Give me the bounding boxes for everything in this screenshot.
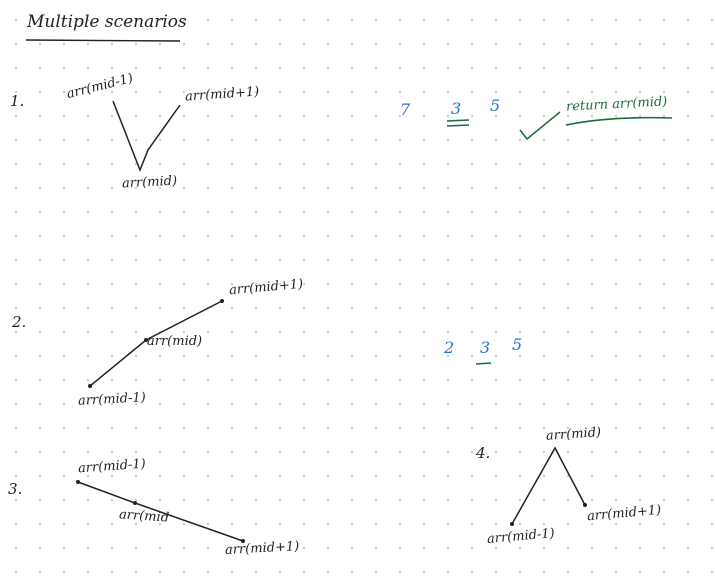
- scenario4-top-label: arr(mid): [545, 425, 602, 444]
- page-title: Multiple scenarios: [27, 12, 187, 32]
- check-mark: [519, 111, 561, 141]
- scenario2-middle-label: arr(mid): [147, 334, 203, 349]
- scenario2-bottom-label: arr(mid-1): [77, 390, 147, 409]
- scenario2-underline: [475, 362, 492, 365]
- scenario3-bottom-label: arr(mid+1): [224, 539, 300, 558]
- title-underline: [25, 39, 181, 42]
- scenario1-number: 1.: [10, 92, 25, 110]
- scenario2-example-2: 3: [480, 338, 491, 357]
- scenario1-v-line: [112, 100, 181, 173]
- scenario2-example-3: 5: [512, 335, 523, 354]
- scenario1-example-1: 7: [400, 100, 411, 119]
- scenario2-example-1: 2: [444, 338, 455, 357]
- scenario1-underline: [446, 119, 470, 127]
- scenario4-line: [511, 446, 586, 525]
- scenario1-bottom-label: arr(mid): [121, 173, 178, 192]
- scenario2-number: 2.: [12, 313, 27, 331]
- scenario1-example-3: 5: [490, 96, 501, 115]
- scenario3-number: 3.: [8, 480, 23, 498]
- scenario1-example-2: 3: [451, 99, 462, 118]
- scenario4-number: 4.: [476, 444, 491, 462]
- return-underline: [565, 116, 673, 126]
- scenario3-middle-label: arr(mid: [118, 507, 170, 526]
